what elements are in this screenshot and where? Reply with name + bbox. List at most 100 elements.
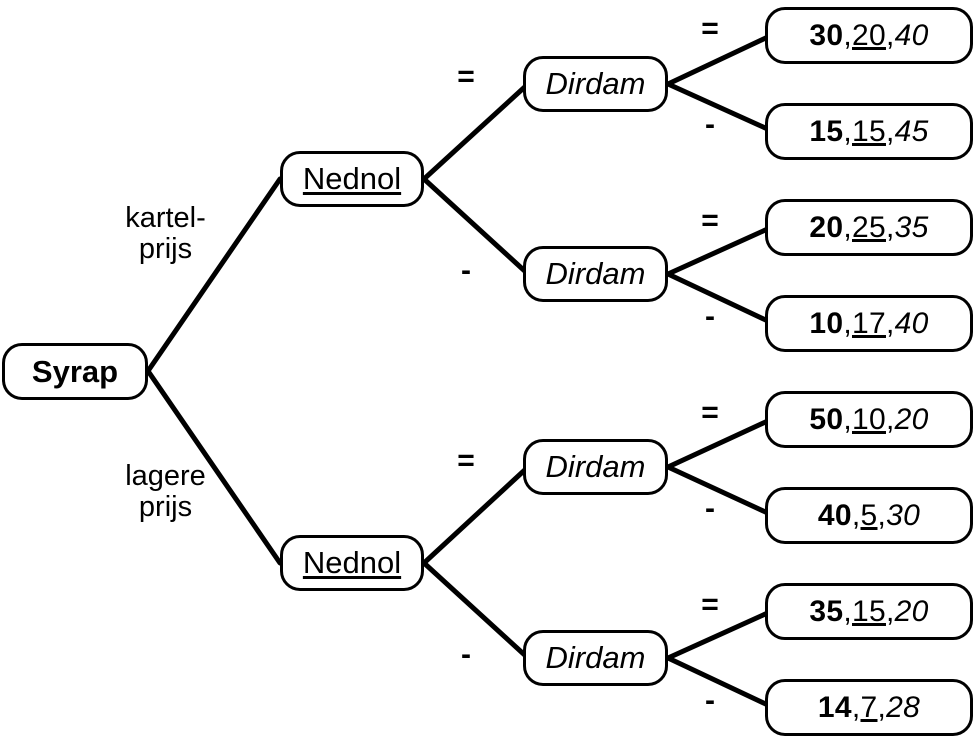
- payoff-6-sep-2: ,: [877, 498, 887, 532]
- edge-label-nednol-top-equal: =: [448, 62, 484, 92]
- payoff-5-syrap: 50: [809, 402, 844, 436]
- equal-glyph: =: [457, 444, 475, 477]
- payoff-1-nednol: 20: [852, 18, 886, 52]
- payoff-node-5[interactable]: 50, 10, 20: [765, 391, 973, 448]
- payoff-node-4[interactable]: 10, 17, 40: [765, 295, 973, 352]
- node-nednol-bottom-label: Nednol: [302, 545, 402, 580]
- minus-glyph: -: [705, 684, 715, 717]
- payoff-7-syrap: 35: [809, 594, 844, 628]
- payoff-8-sep-1: ,: [851, 690, 861, 724]
- edge-label-dirdam-4-equal: =: [692, 590, 728, 620]
- node-root-label: Syrap: [31, 353, 119, 389]
- payoff-3-nednol: 25: [852, 210, 886, 244]
- edge-nednol-top-to-dirdam-2: [421, 176, 531, 277]
- edge-dirdam-4-to-payoff-8: [665, 655, 775, 710]
- payoff-4-sep-2: ,: [885, 306, 895, 340]
- payoff-node-1[interactable]: 30, 20, 40: [765, 7, 973, 64]
- payoff-7-nednol: 15: [852, 594, 886, 628]
- edge-dirdam-3-to-payoff-5: [665, 416, 775, 470]
- branch-label-kartelprijs: kartel- prijs: [108, 202, 223, 266]
- payoff-2-dirdam: 45: [894, 114, 929, 148]
- payoff-8-sep-2: ,: [877, 690, 887, 724]
- equal-glyph: =: [701, 396, 719, 429]
- equal-glyph: =: [701, 12, 719, 45]
- node-dirdam-4[interactable]: Dirdam: [523, 630, 668, 686]
- payoff-5-nednol: 10: [852, 402, 886, 436]
- equal-glyph: =: [701, 588, 719, 621]
- payoff-2-sep-1: ,: [843, 114, 852, 148]
- payoff-node-7[interactable]: 35, 15, 20: [765, 583, 973, 640]
- payoff-3-sep-1: ,: [843, 210, 852, 244]
- edge-dirdam-1-to-payoff-2: [665, 81, 775, 134]
- node-nednol-bottom[interactable]: Nednol: [280, 535, 424, 591]
- payoff-node-2[interactable]: 15, 15, 45: [765, 103, 973, 160]
- payoff-5-sep-2: ,: [885, 402, 895, 436]
- minus-glyph: -: [705, 300, 715, 333]
- payoff-8-dirdam: 28: [886, 690, 921, 724]
- payoff-5-dirdam: 20: [894, 402, 929, 436]
- payoff-8-nednol: 7: [860, 690, 878, 724]
- edge-label-dirdam-4-minus: -: [692, 686, 728, 716]
- payoff-1-dirdam: 40: [894, 18, 929, 52]
- payoff-2-nednol: 15: [852, 114, 886, 148]
- payoff-4-nednol: 17: [852, 306, 886, 340]
- node-dirdam-3[interactable]: Dirdam: [523, 439, 668, 495]
- node-dirdam-3-label: Dirdam: [545, 449, 646, 484]
- edge-label-dirdam-1-equal: =: [692, 14, 728, 44]
- node-root-syrap[interactable]: Syrap: [2, 343, 148, 400]
- edge-root-to-nednol-bottom: [145, 368, 283, 566]
- payoff-node-8[interactable]: 14, 7, 28: [765, 679, 973, 736]
- payoff-4-dirdam: 40: [894, 306, 929, 340]
- branch-label-lagereprijs: lagere prijs: [108, 460, 223, 524]
- payoff-3-dirdam: 35: [894, 210, 929, 244]
- edge-dirdam-2-to-payoff-4: [665, 271, 775, 326]
- edge-label-nednol-bottom-minus: -: [448, 640, 484, 670]
- edge-dirdam-2-to-payoff-3: [665, 224, 775, 277]
- payoff-3-sep-2: ,: [885, 210, 895, 244]
- node-dirdam-2[interactable]: Dirdam: [523, 246, 668, 302]
- edge-dirdam-1-to-payoff-1: [665, 32, 775, 87]
- payoff-7-dirdam: 20: [894, 594, 929, 628]
- edge-label-dirdam-3-minus: -: [692, 494, 728, 524]
- minus-glyph: -: [705, 492, 715, 525]
- payoff-7-sep-1: ,: [843, 594, 852, 628]
- payoff-1-sep-2: ,: [885, 18, 895, 52]
- edge-label-nednol-top-minus: -: [448, 256, 484, 286]
- payoff-8-syrap: 14: [817, 690, 852, 724]
- edge-label-dirdam-2-equal: =: [692, 206, 728, 236]
- edge-root-to-nednol-top: [145, 176, 283, 374]
- edge-dirdam-4-to-payoff-7: [665, 608, 775, 661]
- payoff-3-syrap: 20: [809, 210, 844, 244]
- minus-glyph: -: [461, 638, 471, 671]
- payoff-node-3[interactable]: 20, 25, 35: [765, 199, 973, 256]
- equal-glyph: =: [457, 60, 475, 93]
- node-dirdam-4-label: Dirdam: [545, 640, 646, 675]
- minus-glyph: -: [705, 108, 715, 141]
- edge-dirdam-3-to-payoff-6: [665, 464, 775, 518]
- payoff-6-dirdam: 30: [886, 498, 921, 532]
- payoff-7-sep-2: ,: [885, 594, 895, 628]
- payoff-6-nednol: 5: [860, 498, 878, 532]
- payoff-5-sep-1: ,: [843, 402, 852, 436]
- node-nednol-top[interactable]: Nednol: [280, 151, 424, 207]
- branch-label-kartelprijs-line1: kartel-: [125, 202, 206, 234]
- equal-glyph: =: [701, 204, 719, 237]
- edge-label-dirdam-2-minus: -: [692, 302, 728, 332]
- edge-nednol-bottom-to-dirdam-3: [421, 464, 531, 566]
- edge-nednol-top-to-dirdam-1: [421, 81, 531, 182]
- node-dirdam-2-label: Dirdam: [545, 256, 646, 291]
- node-dirdam-1[interactable]: Dirdam: [523, 56, 668, 112]
- payoff-4-syrap: 10: [809, 306, 844, 340]
- edge-label-dirdam-1-minus: -: [692, 110, 728, 140]
- branch-label-lagereprijs-line1: lagere: [125, 460, 206, 492]
- node-dirdam-1-label: Dirdam: [545, 66, 646, 101]
- payoff-node-6[interactable]: 40, 5, 30: [765, 487, 973, 544]
- edge-label-nednol-bottom-equal: =: [448, 446, 484, 476]
- payoff-6-sep-1: ,: [851, 498, 861, 532]
- branch-label-kartelprijs-line2: prijs: [138, 233, 193, 266]
- payoff-4-sep-1: ,: [843, 306, 852, 340]
- edge-label-dirdam-3-equal: =: [692, 398, 728, 428]
- payoff-2-syrap: 15: [809, 114, 844, 148]
- payoff-2-sep-2: ,: [885, 114, 895, 148]
